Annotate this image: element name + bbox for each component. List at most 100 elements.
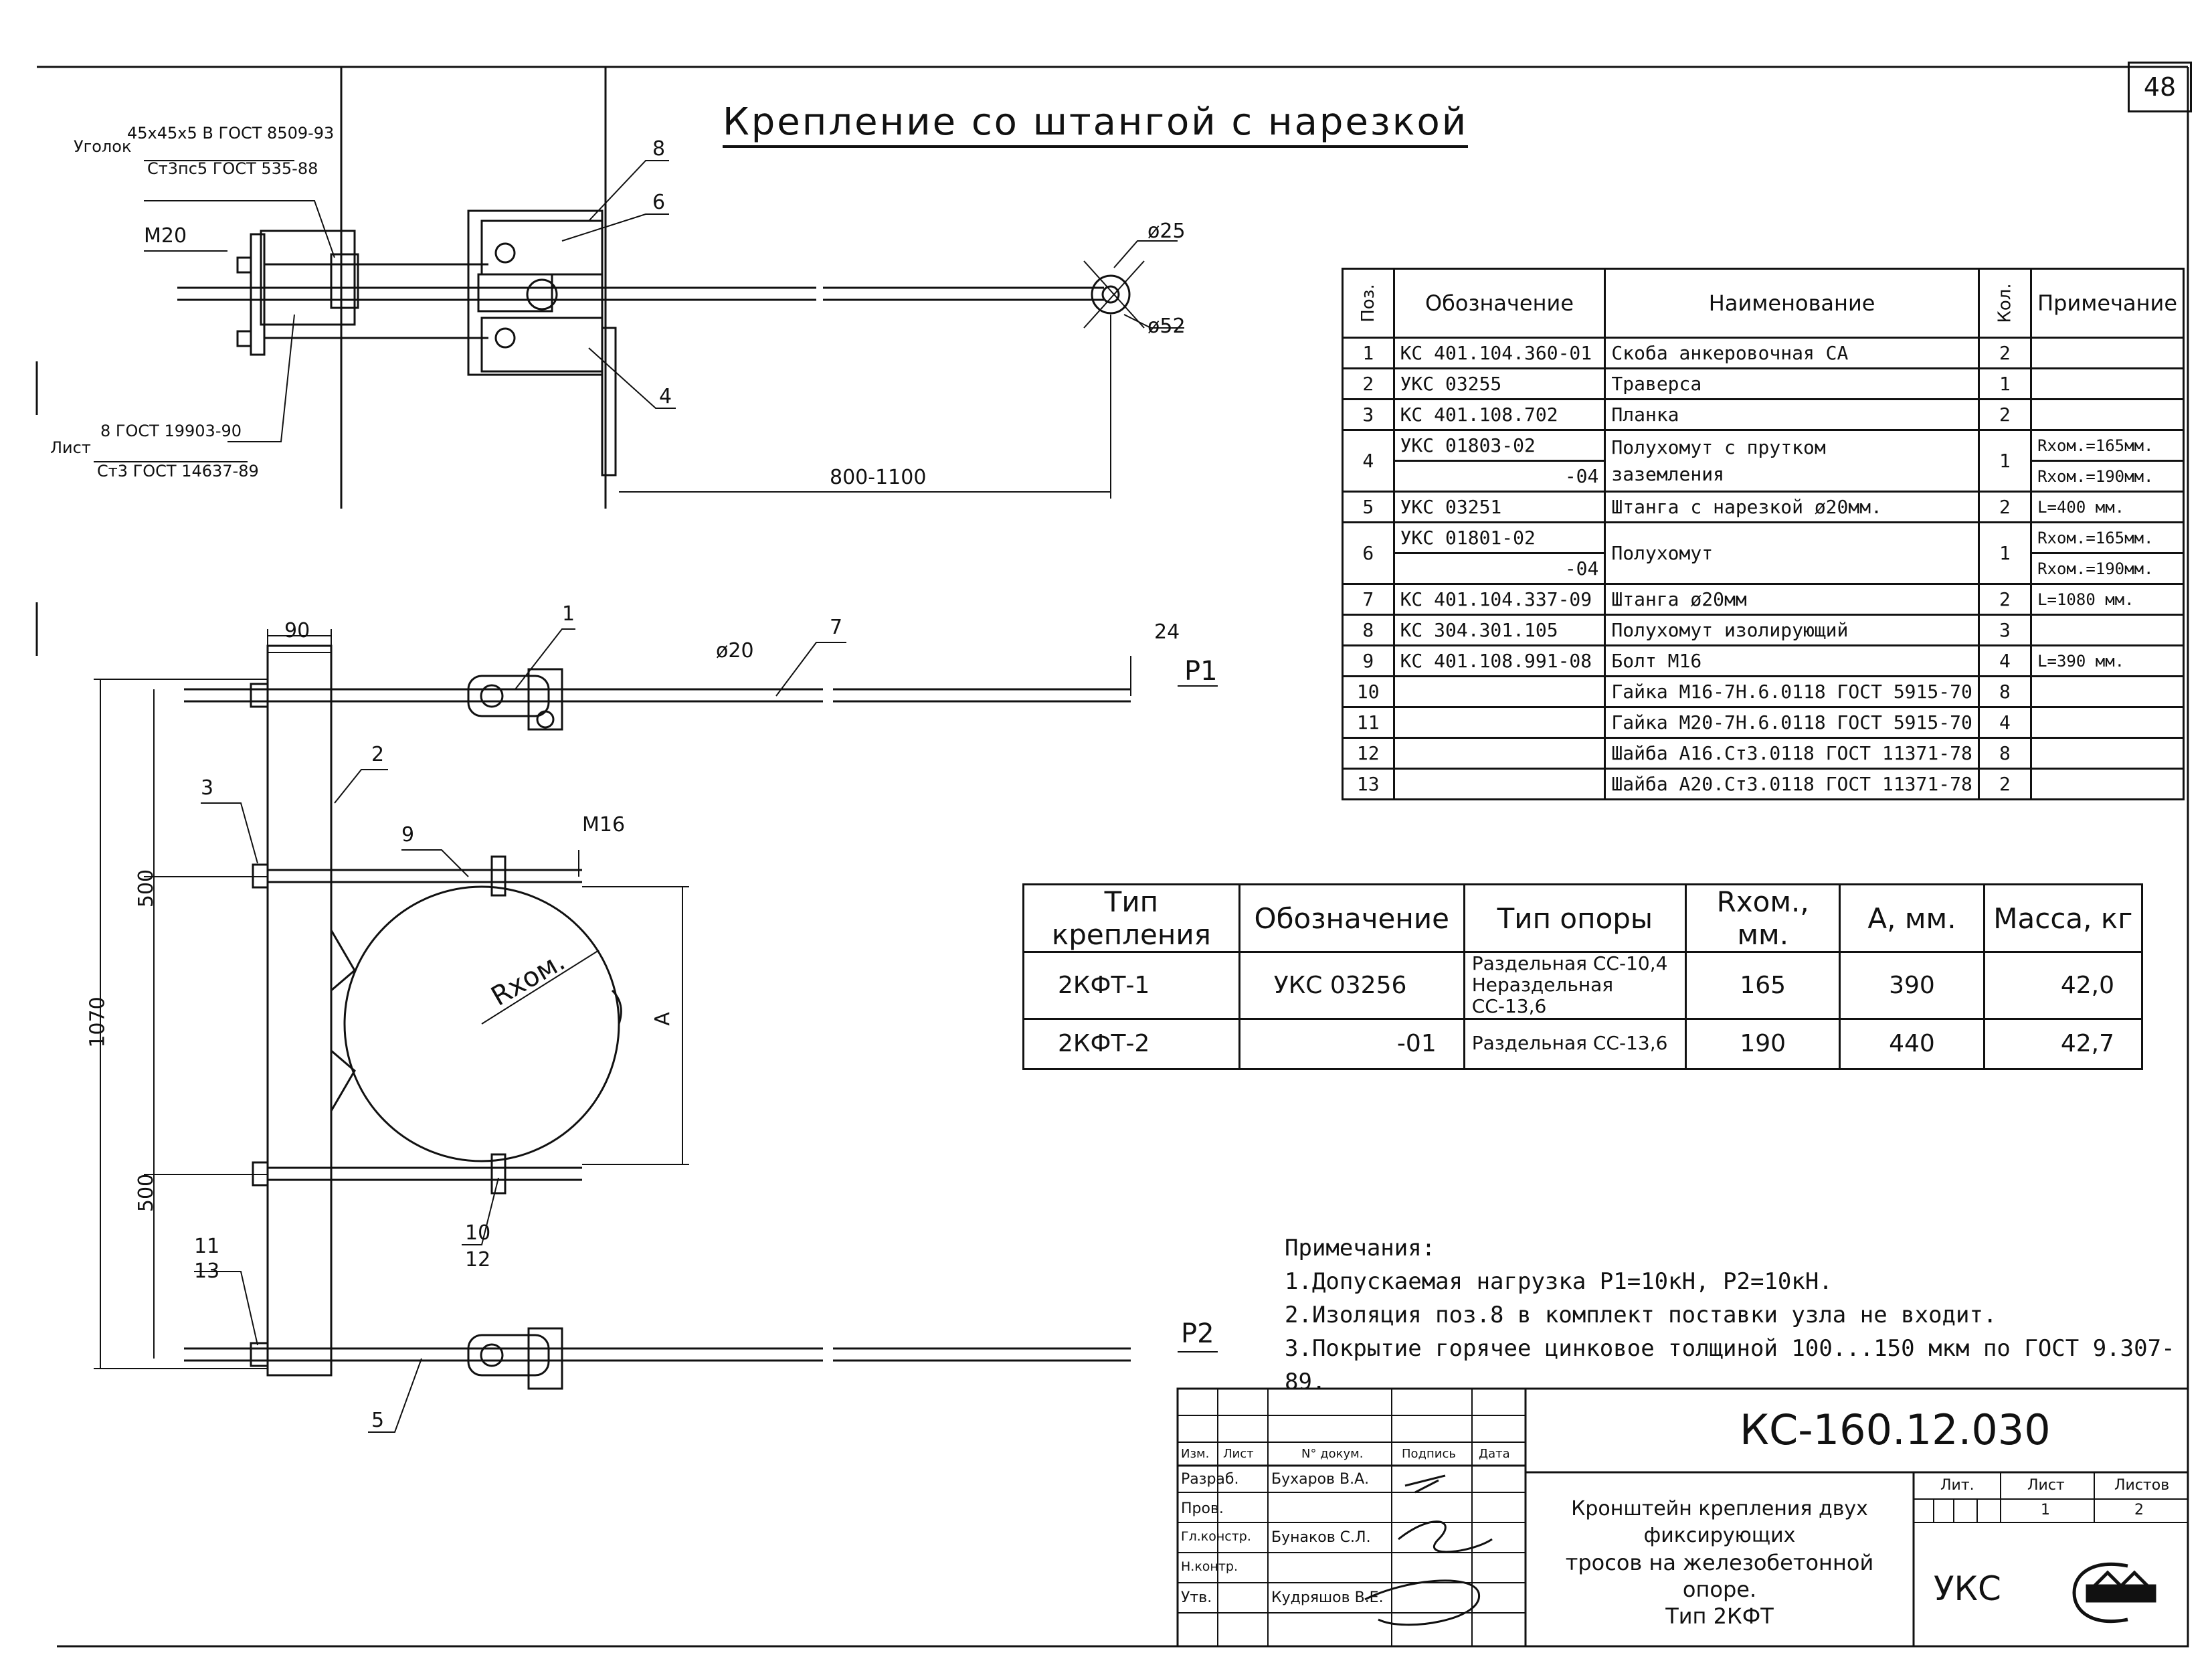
spec-cell-designation [1392, 675, 1606, 708]
stamp-sheets-value: 2 [2134, 1502, 2144, 1518]
spec-cell-pos: 7 [1342, 583, 1395, 616]
spec-cell-designation: -04 [1392, 552, 1606, 585]
spec-row: 3 КС 401.108.702 Планка 2 [1342, 398, 2185, 431]
notes-heading: Примечания: [1285, 1235, 1436, 1261]
eye-inner [1101, 285, 1120, 304]
signature-2 [1398, 1520, 1493, 1553]
stamp-description: Кронштейн крепления двух фиксирующих тро… [1529, 1496, 1910, 1630]
types-header-designation: Обозначение [1238, 883, 1465, 953]
types-cell-r: 165 [1685, 951, 1841, 1020]
spec-cell-pos: 8 [1342, 614, 1395, 646]
types-cell-a: 390 [1839, 951, 1985, 1020]
clevis-bottom [467, 1334, 550, 1377]
pos-label-2: 2 [371, 743, 385, 766]
label-p2: P2 [1181, 1318, 1214, 1349]
spec-cell-pos: 3 [1342, 398, 1395, 431]
stamp-role: Утв. [1181, 1589, 1212, 1606]
spec-cell-designation: КС 401.108.702 [1392, 398, 1606, 431]
spec-cell-note [2030, 768, 2185, 800]
spec-cell-pos: 6 [1342, 521, 1395, 585]
spec-row-cont: -04 Rхом.=190мм. [1343, 552, 2185, 585]
spec-cell-name: Траверса [1604, 367, 1980, 400]
label-m16: M16 [582, 813, 626, 837]
types-header-support: Тип опоры [1463, 883, 1687, 953]
spec-cell-note: Rхом.=165мм. [2030, 521, 2185, 554]
pos-label-4: 4 [659, 385, 672, 408]
spec-cell-designation: КС 401.108.991-08 [1392, 644, 1606, 677]
spec-header-note: Примечание [2030, 268, 2185, 339]
pos-label-5: 5 [371, 1409, 385, 1432]
spec-cell-note: Rхом.=190мм. [2030, 552, 2185, 585]
spec-cell-name: Гайка М20-7Н.6.0118 ГОСТ 5915-70 [1604, 706, 1980, 739]
label-d25: ø25 [1147, 220, 1186, 243]
label-list-prefix: Лист [50, 438, 91, 457]
label-m20: M20 [144, 224, 187, 248]
spec-cell-pos: 11 [1342, 706, 1395, 739]
spec-cell-name-line1: Полухомут с прутком [1611, 436, 1826, 458]
spec-cell-designation: УКС 01803-02 [1392, 429, 1606, 462]
label-800-1100: 800-1100 [830, 466, 927, 489]
stamp-role: Разраб. [1181, 1471, 1239, 1488]
types-cell-type: 2КФТ-2 [1022, 1017, 1240, 1070]
spec-cell-qty: 3 [1977, 614, 2033, 646]
types-cell-r: 190 [1685, 1017, 1841, 1070]
note-item: 1.Допускаемая нагрузка Р1=10кН, Р2=10кН. [1285, 1268, 1833, 1295]
spec-row: 1 КС 401.104.360-01 Скоба анкеровочная С… [1342, 337, 2185, 369]
spec-cell-pos: 13 [1342, 768, 1395, 800]
clevis-top [467, 675, 550, 717]
spec-cell-qty: 1 [1977, 367, 2033, 400]
spec-row: 9 КС 401.108.991-08 Болт М16 4 L=390 мм. [1342, 644, 2185, 677]
label-ugolok-prefix: Уголок [74, 137, 132, 156]
spec-cell-qty: 2 [1977, 583, 2033, 616]
spec-cell-designation: УКС 03251 [1392, 491, 1606, 523]
spec-cell-qty: 2 [1977, 491, 2033, 523]
spec-cell-note: L=400 мм. [2030, 491, 2185, 523]
spec-cell-qty: 4 [1977, 644, 2033, 677]
stamp-sheet-value: 1 [2041, 1502, 2050, 1518]
spec-cell-name: Штанга с нарезкой ø20мм. [1604, 491, 1980, 523]
spec-row: 12 Шайба А16.Ст3.0118 ГОСТ 11371-78 8 [1342, 737, 2185, 770]
spec-cell-note [2030, 675, 2185, 708]
spec-cell-name: Планка [1604, 398, 1980, 431]
spec-cell-name: Полухомут изолирующий [1604, 614, 1980, 646]
label-d52: ø52 [1147, 315, 1186, 338]
pos-label-11: 11 [194, 1235, 220, 1258]
pos-label-12: 12 [465, 1248, 491, 1272]
stamp-sheets-label: Листов [2114, 1477, 2170, 1494]
stamp-org: УКС [1934, 1569, 2001, 1608]
spec-cell-name: Гайка М16-7Н.6.0118 ГОСТ 5915-70 [1604, 675, 1980, 708]
types-cell-support-line1: Раздельная СС-10,4 [1471, 952, 1668, 974]
types-header-a: А, мм. [1839, 883, 1985, 953]
spec-header-qty: Кол. [1977, 268, 2033, 339]
spec-header-name: Наименование [1604, 268, 1980, 339]
spec-row: 6 УКС 01801-02 Полухомут 1 Rхом.=165мм. [1342, 521, 2185, 585]
note-item: 3.Покрытие горячее цинковое толщиной 100… [1285, 1335, 2175, 1395]
spec-cell-note: L=1080 мм. [2030, 583, 2185, 616]
spec-cell-pos: 2 [1342, 367, 1395, 400]
spec-cell-qty: 2 [1977, 398, 2033, 431]
spec-cell-pos: 1 [1342, 337, 1395, 369]
label-list-top: 8 ГОСТ 19903-90 [100, 422, 242, 440]
clamp-assembly [467, 209, 604, 376]
types-cell-mass: 42,7 [1983, 1017, 2144, 1070]
label-ugolok-top: 45x45x5 В ГОСТ 8509-93 [127, 124, 335, 143]
spec-cell-designation [1392, 737, 1606, 770]
label-d20: ø20 [716, 639, 754, 663]
spec-cell-name: Болт М16 [1604, 644, 1980, 677]
stamp-person: Бухаров В.А. [1271, 1471, 1370, 1488]
spec-cell-designation: УКС 03255 [1392, 367, 1606, 400]
spec-cell-name: Штанга ø20мм [1604, 583, 1980, 616]
spec-header-row: Поз. Обозначение Наименование Кол. Приме… [1342, 268, 2185, 339]
spec-cell-qty: 2 [1977, 337, 2033, 369]
types-cell-designation: УКС 03256 [1238, 951, 1465, 1020]
spec-cell-qty: 1 [1977, 521, 2033, 585]
notes-block: Примечания: 1.Допускаемая нагрузка Р1=10… [1285, 1231, 2212, 1399]
spec-cell-designation: КС 304.301.105 [1392, 614, 1606, 646]
spec-row: 10 Гайка М16-7Н.6.0118 ГОСТ 5915-70 8 [1342, 675, 2185, 708]
spec-row: 11 Гайка М20-7Н.6.0118 ГОСТ 5915-70 4 [1342, 706, 2185, 739]
spec-cell-note: Rхом.=165мм. [2030, 429, 2185, 462]
drawing-title: Крепление со штангой с нарезкой [723, 100, 1469, 148]
stamp-col-doc: N° докум. [1301, 1447, 1364, 1461]
